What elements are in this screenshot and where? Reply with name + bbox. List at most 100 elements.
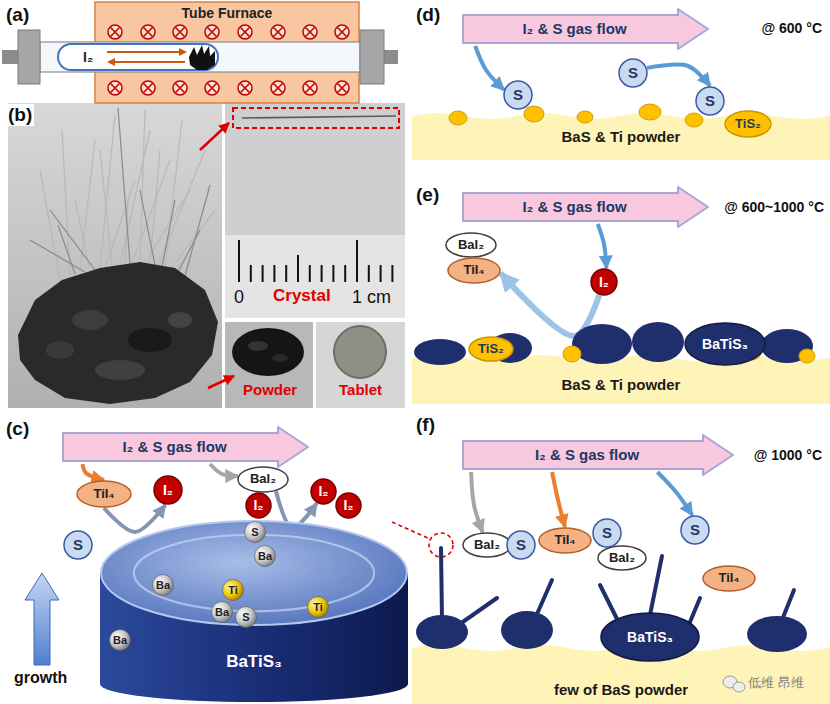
- surface-atom: Ti: [307, 596, 329, 618]
- tii4-molecule-outline: [539, 528, 591, 553]
- heater-symbol: [241, 28, 250, 37]
- node-text: TiI₄: [718, 571, 739, 586]
- crystal-whiskers: [40, 110, 215, 280]
- heater-symbol: [338, 84, 347, 93]
- node-text: Ti: [228, 584, 238, 597]
- heater-symbol: [205, 25, 219, 39]
- heater-symbol: [111, 84, 120, 93]
- crystal-whiskers: [185, 185, 210, 276]
- crystal-whiskers: [62, 130, 70, 275]
- heater-symbol: [241, 84, 250, 93]
- transport-arrow: [107, 51, 179, 53]
- node-text: TiS₂: [735, 117, 761, 132]
- bai2-molecule: BaI₂: [462, 532, 512, 558]
- sulfur-atom: S: [503, 80, 533, 110]
- iodine-molecule-outline: [336, 493, 361, 518]
- tis2-grain: [524, 106, 544, 122]
- crystal-top: [101, 521, 407, 625]
- heater-symbol: [335, 81, 349, 95]
- powder-photo: [232, 328, 304, 376]
- heater-symbol: [303, 81, 317, 95]
- reaction-arrow: [501, 273, 600, 336]
- batis3-grain: BaTiS₃: [684, 322, 766, 366]
- tii4-molecule: TiI₄: [447, 257, 501, 284]
- node-text: I₂: [253, 497, 263, 513]
- tis2-grain: [799, 349, 815, 363]
- heater-symbol: [144, 84, 153, 93]
- heater-symbol: [108, 81, 122, 95]
- batis3-whisker: [690, 598, 700, 622]
- crystal-whiskers: [162, 200, 175, 267]
- atom-ball: [236, 607, 257, 628]
- surface-atom: Ba: [254, 545, 276, 567]
- quartz-ampoule: I₂: [57, 43, 219, 71]
- watermark: 低维 昂维: [748, 676, 804, 691]
- sulfur-atom-outline: [619, 59, 647, 87]
- node-text: TiS₂: [478, 342, 504, 357]
- node-text: few of BaS powder: [554, 681, 688, 698]
- reaction-arrow: [598, 224, 607, 268]
- iodine-molecule-outline: [246, 493, 271, 518]
- crystal-top-step: [134, 535, 374, 611]
- powder-photo: [225, 322, 313, 408]
- powder-photo: [272, 354, 288, 362]
- reaction-arrow: [210, 464, 238, 476]
- heater-symbol: [271, 81, 285, 95]
- quartz-ampoule-shape: [57, 43, 219, 71]
- batis3-grain: [572, 324, 632, 364]
- crystal-photo: [46, 341, 74, 359]
- batis3-grain: [501, 611, 553, 649]
- heater-symbol: [176, 84, 185, 93]
- batis3-grain: [416, 615, 468, 649]
- tube-flange: [18, 30, 40, 84]
- block-arrow: [463, 187, 708, 227]
- growth-label: growth: [14, 669, 67, 687]
- powder-photo: [248, 341, 268, 351]
- tablet-photo: [316, 322, 405, 408]
- atom-ball: [223, 580, 244, 601]
- crystal-photo: [168, 312, 192, 328]
- reaction-arrow: [83, 464, 104, 480]
- heater-symbol: [141, 25, 155, 39]
- panel-label: (f): [416, 414, 435, 436]
- node-text: BaTiS₃: [627, 629, 673, 645]
- heater-symbol: [303, 25, 317, 39]
- transport-arrow: [107, 58, 115, 66]
- heater-symbol: [274, 84, 283, 93]
- node-text: BaI₂: [474, 538, 500, 553]
- batis3-grain: BaTiS₃: [600, 612, 700, 662]
- panel-label: (a): [6, 4, 29, 26]
- surface-atom: S: [235, 606, 257, 628]
- scale-number: 1 cm: [352, 287, 391, 308]
- node-text: Ba: [258, 550, 272, 563]
- sample-label: Powder: [243, 381, 297, 398]
- bai2-molecule: BaI₂: [237, 466, 289, 493]
- tii4-molecule: TiI₄: [538, 527, 592, 554]
- pointer-arrow: [200, 123, 229, 150]
- node-text: TiI₄: [554, 533, 575, 548]
- block-arrow: [463, 9, 708, 49]
- iodine-molecule: I₂: [590, 268, 618, 296]
- iodine-molecule-outline: [154, 476, 182, 504]
- batis3-whisker: [457, 598, 497, 626]
- panel-label: (b): [6, 104, 34, 126]
- node-text: BaI₂: [458, 238, 484, 253]
- batis3-grain-outline: [685, 323, 765, 365]
- batis3-grain: [414, 339, 466, 365]
- tis2-grain: TiS₂: [468, 336, 514, 362]
- reaction-arrow: [104, 505, 165, 532]
- batis3-whisker: [441, 548, 442, 620]
- tube-flange: [360, 30, 384, 84]
- heater-symbol: [173, 25, 187, 39]
- bai2-molecule: BaI₂: [445, 232, 497, 258]
- tii4-molecule: TiI₄: [702, 565, 756, 592]
- pointer-arrow: [200, 123, 234, 388]
- heater-symbol: [274, 28, 283, 37]
- heater-symbol: [338, 28, 347, 37]
- tis2-grain: [563, 346, 581, 362]
- zoom-callout: [392, 522, 430, 539]
- reaction-arrow: [475, 46, 504, 90]
- powder-bed: BaS & Ti powder: [412, 350, 830, 404]
- tablet-photo: [316, 322, 405, 408]
- ruler-photo: [233, 108, 399, 128]
